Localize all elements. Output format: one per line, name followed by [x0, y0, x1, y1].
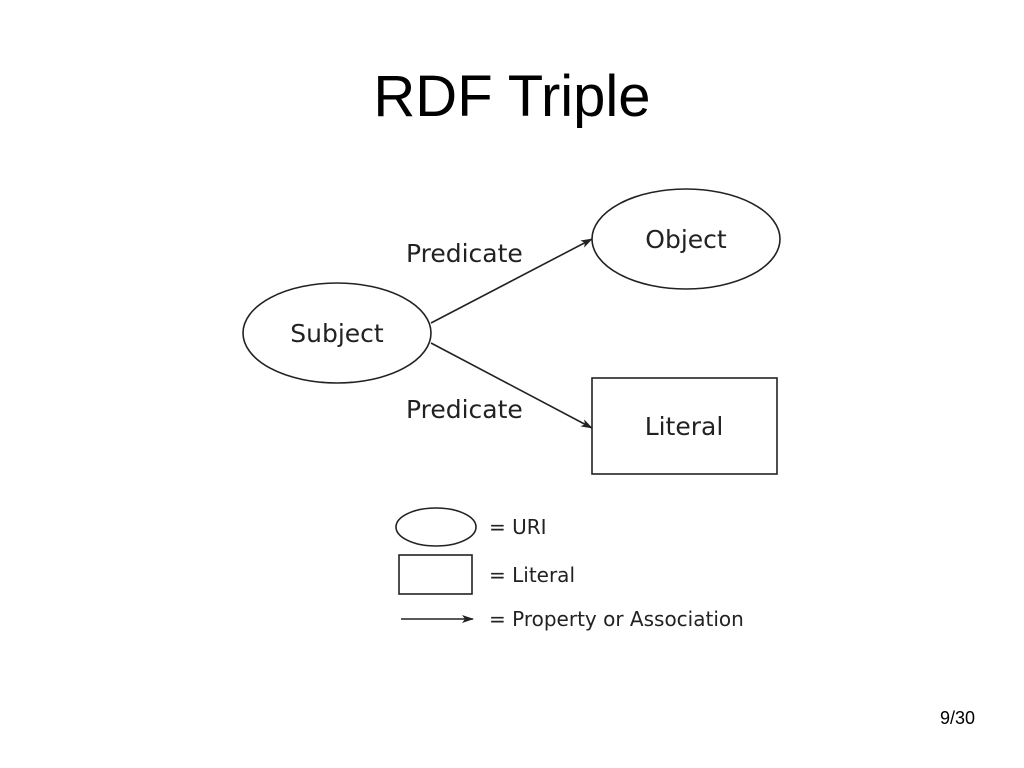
legend-literal: = Literal — [398, 554, 575, 595]
legend-uri: = URI — [395, 507, 547, 547]
predicate-label-bottom: Predicate — [406, 395, 523, 424]
subject-label: Subject — [290, 319, 384, 348]
page-number: 9/30 — [939, 708, 975, 728]
legend-property: = Property or Association — [401, 607, 744, 631]
legend: = URI = Literal = Property or Associatio… — [395, 507, 744, 631]
predicate-edge-object: Predicate — [406, 238, 593, 324]
object-node: Object — [591, 188, 781, 290]
object-label: Object — [645, 225, 727, 254]
predicate-label-top: Predicate — [406, 239, 523, 268]
predicate-edge-literal: Predicate — [406, 342, 593, 429]
slide-title: RDF Triple — [373, 64, 651, 129]
predicate-arrow-object — [430, 238, 593, 324]
legend-literal-label: = Literal — [489, 563, 575, 587]
legend-literal-rect — [398, 554, 473, 595]
legend-uri-label: = URI — [489, 515, 547, 539]
legend-property-label: = Property or Association — [489, 607, 744, 631]
literal-node: Literal — [591, 377, 778, 475]
subject-ellipse — [242, 282, 432, 384]
legend-uri-ellipse — [395, 507, 477, 547]
subject-node: Subject — [242, 282, 432, 384]
literal-label: Literal — [645, 412, 724, 441]
predicate-arrow-literal — [430, 342, 593, 429]
